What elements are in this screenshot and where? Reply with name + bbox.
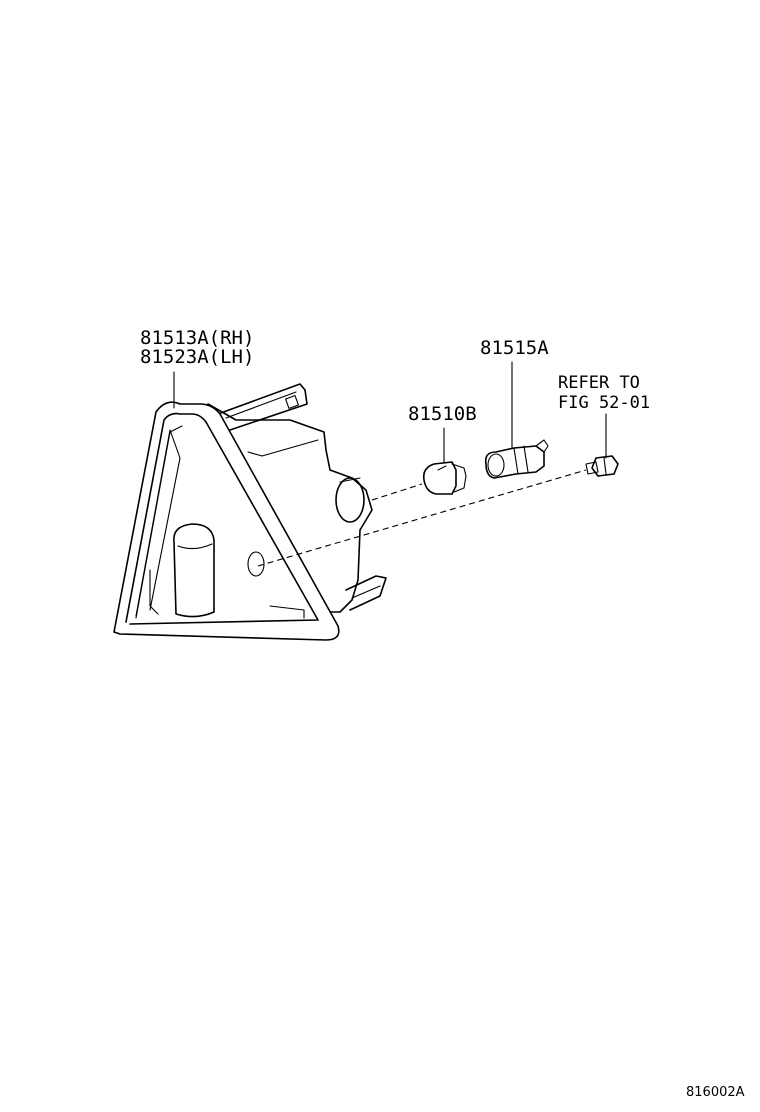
screw-fig-label: FIG 52-01: [558, 393, 650, 413]
bulb-label: 81510B: [408, 403, 477, 425]
figure-id: 816002A: [686, 1085, 745, 1100]
bulb-icon: [422, 461, 467, 495]
lens-label-lh: 81523A(LH): [140, 346, 254, 368]
screw-icon: [585, 455, 619, 477]
bulb-assembly-line: [371, 483, 423, 501]
screw-refer-label: REFER TO: [558, 373, 640, 393]
socket-icon: [484, 439, 549, 479]
socket-label: 81515A: [480, 337, 549, 359]
screw-assembly-line: [257, 469, 587, 567]
lens-label-rh: 81513A(RH): [140, 327, 254, 349]
side-marker-lamp-assembly: [113, 383, 387, 641]
